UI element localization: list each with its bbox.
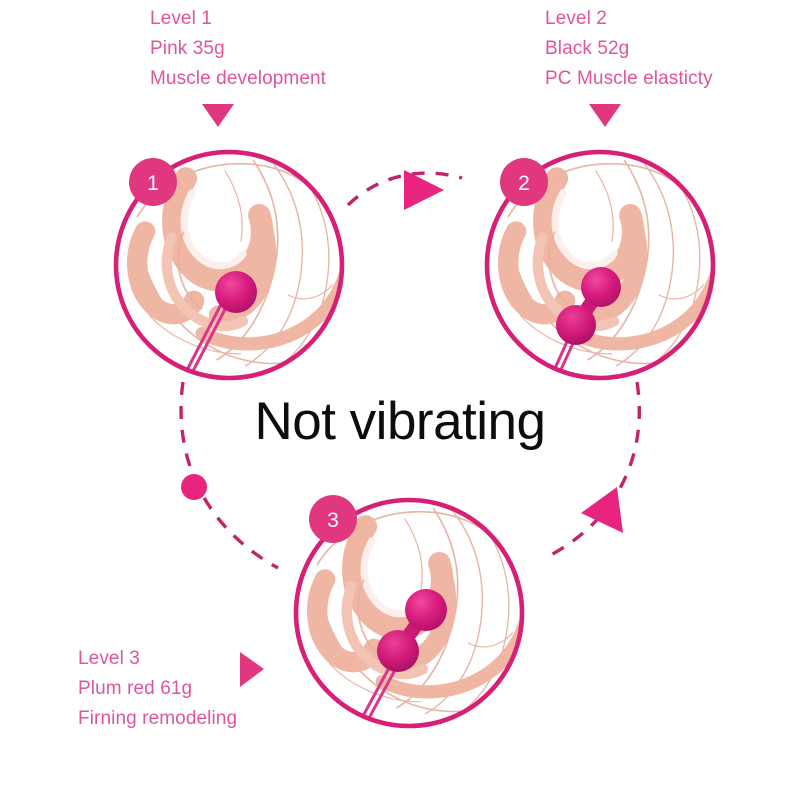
illustration-circle-2[interactable]: 2 bbox=[484, 149, 720, 381]
badge-circle-1 bbox=[129, 158, 177, 206]
level-1-benefit: Muscle development bbox=[150, 68, 327, 89]
ball bbox=[215, 271, 257, 313]
triangle-down-icon-level-1 bbox=[202, 104, 234, 127]
ball bbox=[581, 267, 621, 307]
center-caption: Not vibrating bbox=[254, 392, 546, 451]
callout-level-2: Level 2 Black 52g PC Muscle elasticty bbox=[545, 4, 713, 94]
level-2-weight: Black 52g bbox=[545, 38, 630, 59]
callout-level-3: Level 3 Plum red 61g Firning remodeling bbox=[78, 644, 237, 734]
illustration-circle-3[interactable]: 3 bbox=[293, 495, 529, 731]
triangle-down-icon-level-2 bbox=[589, 104, 621, 127]
badge-label-1: 1 bbox=[147, 172, 159, 195]
illustration-circle-1[interactable]: 1 bbox=[113, 149, 349, 381]
flow-arrow-3-to-1 bbox=[179, 381, 279, 570]
level-3-benefit: Firning remodeling bbox=[78, 708, 238, 729]
ball bbox=[377, 630, 419, 672]
ball bbox=[405, 589, 447, 631]
level-3-title: Level 3 bbox=[78, 648, 140, 669]
level-1-weight: Pink 35g bbox=[150, 38, 225, 59]
level-2-benefit: PC Muscle elasticty bbox=[545, 68, 713, 89]
flow-dot bbox=[181, 474, 207, 500]
level-3-weight: Plum red 61g bbox=[78, 678, 193, 699]
badge-label-3: 3 bbox=[327, 509, 339, 532]
level-2-title: Level 2 bbox=[545, 8, 607, 29]
badge-label-2: 2 bbox=[518, 172, 530, 195]
flow-arrow-2-to-3 bbox=[544, 381, 641, 560]
badge-circle-3 bbox=[309, 495, 357, 543]
callout-level-1: Level 1 Pink 35g Muscle development bbox=[150, 4, 326, 94]
level-1-title: Level 1 bbox=[150, 8, 212, 29]
flow-arrow-1-to-2 bbox=[346, 170, 463, 210]
badge-circle-2 bbox=[500, 158, 548, 206]
ball bbox=[556, 305, 596, 345]
triangle-right-icon-level-3 bbox=[240, 652, 264, 687]
